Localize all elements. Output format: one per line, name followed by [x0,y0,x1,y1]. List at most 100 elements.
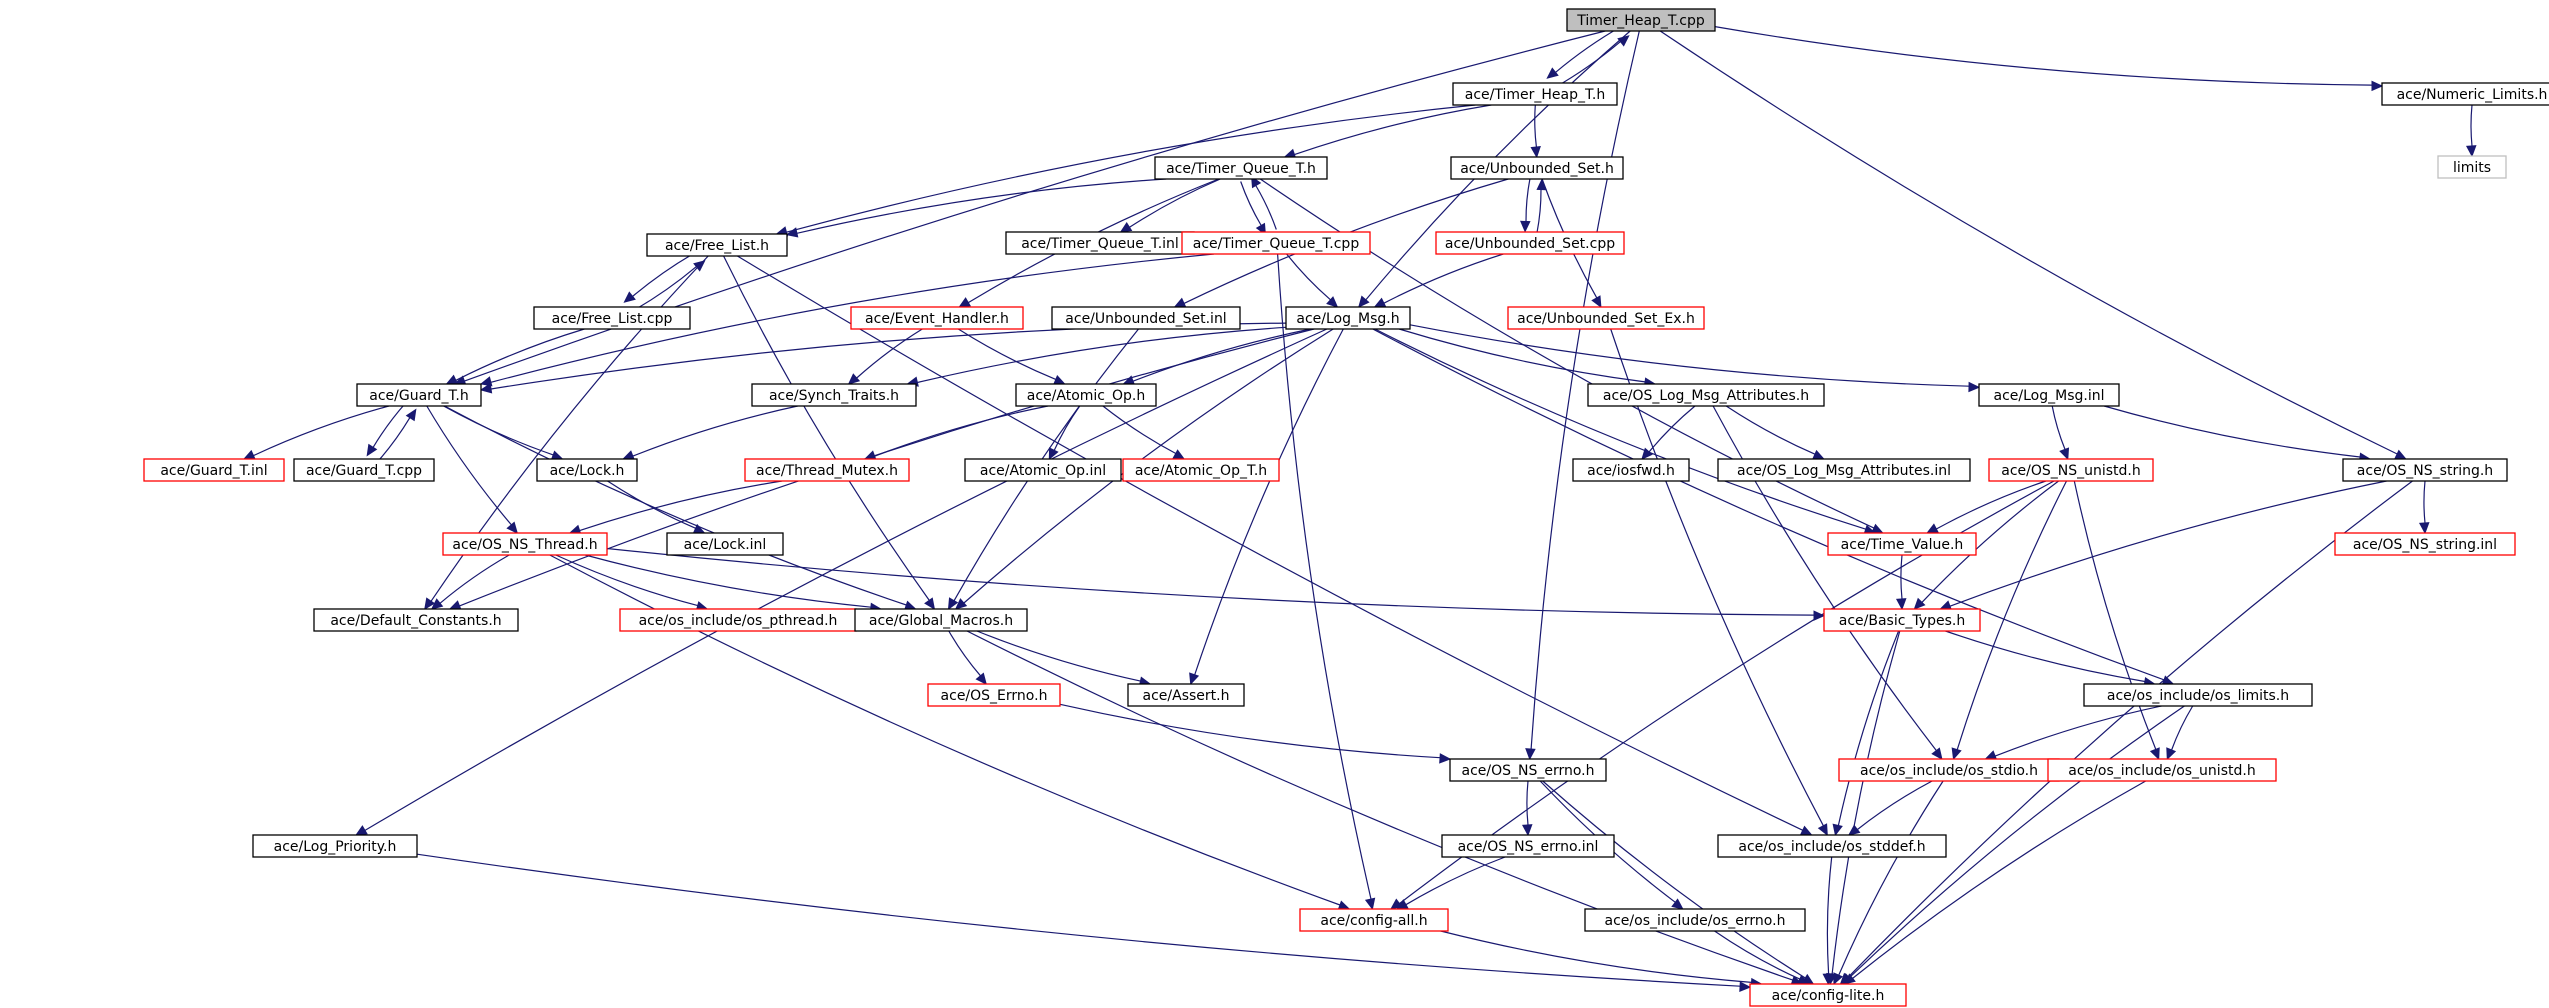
node-box[interactable] [2047,758,2277,782]
node-box[interactable] [666,532,784,556]
node-box[interactable] [1978,383,2120,407]
node-box[interactable] [646,233,788,257]
node-box[interactable] [1015,383,1157,407]
node-box[interactable] [143,458,285,482]
node-ace-unbounded-set-cpp[interactable]: ace/Unbounded_Set.cpp [1435,231,1625,255]
node-ace-os-include-os-unistd-h[interactable]: ace/os_include/os_unistd.h [2047,758,2277,782]
node-ace-thread-mutex-h[interactable]: ace/Thread_Mutex.h [744,458,910,482]
node-ace-free-list-cpp[interactable]: ace/Free_List.cpp [533,306,691,330]
node-box[interactable] [2381,82,2549,106]
node-ace-os-log-msg-attributes-inl[interactable]: ace/OS_Log_Msg_Attributes.inl [1717,458,1971,482]
node-box[interactable] [442,532,608,556]
node-ace-atomic-op-t-h[interactable]: ace/Atomic_Op_T.h [1122,458,1280,482]
node-ace-atomic-op-h[interactable]: ace/Atomic_Op.h [1015,383,1157,407]
node-ace-os-include-os-errno-h[interactable]: ace/os_include/os_errno.h [1584,908,1806,932]
node-box[interactable] [2342,458,2508,482]
node-ace-iosfwd-h[interactable]: ace/iosfwd.h [1572,458,1690,482]
node-ace-config-lite-h[interactable]: ace/config-lite.h [1749,983,1907,1007]
node-ace-log-priority-h[interactable]: ace/Log_Priority.h [252,834,418,858]
node-ace-synch-traits-h[interactable]: ace/Synch_Traits.h [751,383,917,407]
node-box[interactable] [964,458,1122,482]
node-box[interactable] [533,306,691,330]
node-box[interactable] [1587,383,1825,407]
node-box[interactable] [293,458,435,482]
node-box[interactable] [1717,834,1947,858]
node-box[interactable] [1435,231,1625,255]
node-timer-heap-t-cpp[interactable]: Timer_Heap_T.cpp [1566,8,1716,32]
node-box[interactable] [1441,834,1615,858]
arrowhead-aot [1172,449,1186,460]
node-box[interactable] [2334,532,2516,556]
node-box[interactable] [927,683,1061,707]
node-ace-os-ns-unistd-h[interactable]: ace/OS_NS_unistd.h [1988,458,2154,482]
node-ace-default-constants-h[interactable]: ace/Default_Constants.h [313,608,519,632]
node-limits[interactable]: limits [2437,155,2507,179]
node-box[interactable] [252,834,418,858]
node-ace-os-include-os-stddef-h[interactable]: ace/os_include/os_stddef.h [1717,834,1947,858]
node-ace-global-macros-h[interactable]: ace/Global_Macros.h [854,608,1028,632]
node-ace-lock-h[interactable]: ace/Lock.h [536,458,638,482]
node-ace-os-errno-h[interactable]: ace/OS_Errno.h [927,683,1061,707]
node-box[interactable] [2437,155,2507,179]
node-box[interactable] [850,306,1024,330]
node-box[interactable] [854,608,1028,632]
node-ace-os-include-os-stdio-h[interactable]: ace/os_include/os_stdio.h [1838,758,2060,782]
node-box[interactable] [313,608,519,632]
node-ace-log-msg-h[interactable]: ace/Log_Msg.h [1285,306,1411,330]
node-box[interactable] [1827,532,1977,556]
node-ace-assert-h[interactable]: ace/Assert.h [1127,683,1245,707]
node-ace-unbounded-set-h[interactable]: ace/Unbounded_Set.h [1450,156,1624,180]
node-box[interactable] [1450,156,1624,180]
node-box[interactable] [1449,758,1607,782]
node-box[interactable] [1584,908,1806,932]
node-box[interactable] [1127,683,1245,707]
node-box[interactable] [1749,983,1907,1007]
node-box[interactable] [1181,231,1371,255]
node-ace-guard-t-h[interactable]: ace/Guard_T.h [356,383,482,407]
arrowhead-assert [1189,672,1200,686]
node-ace-os-include-os-pthread-h[interactable]: ace/os_include/os_pthread.h [619,608,857,632]
node-ace-basic-types-h[interactable]: ace/Basic_Types.h [1823,608,1981,632]
node-ace-config-all-h[interactable]: ace/config-all.h [1299,908,1449,932]
node-box[interactable] [1285,306,1411,330]
node-box[interactable] [751,383,917,407]
node-ace-log-msg-inl[interactable]: ace/Log_Msg.inl [1978,383,2120,407]
node-box[interactable] [744,458,910,482]
node-ace-os-ns-errno-h[interactable]: ace/OS_NS_errno.h [1449,758,1607,782]
node-box[interactable] [356,383,482,407]
node-ace-atomic-op-inl[interactable]: ace/Atomic_Op.inl [964,458,1122,482]
node-ace-os-ns-thread-h[interactable]: ace/OS_NS_Thread.h [442,532,608,556]
node-box[interactable] [1507,306,1705,330]
node-ace-os-ns-errno-inl[interactable]: ace/OS_NS_errno.inl [1441,834,1615,858]
node-ace-unbounded-set-ex-h[interactable]: ace/Unbounded_Set_Ex.h [1507,306,1705,330]
node-box[interactable] [1717,458,1971,482]
node-box[interactable] [1154,156,1328,180]
node-ace-lock-inl[interactable]: ace/Lock.inl [666,532,784,556]
node-box[interactable] [1051,306,1241,330]
node-ace-event-handler-h[interactable]: ace/Event_Handler.h [850,306,1024,330]
node-box[interactable] [1122,458,1280,482]
node-ace-os-include-os-limits-h[interactable]: ace/os_include/os_limits.h [2083,683,2313,707]
node-ace-timer-queue-t-cpp[interactable]: ace/Timer_Queue_T.cpp [1181,231,1371,255]
node-box[interactable] [1452,82,1618,106]
node-ace-timer-heap-t-h[interactable]: ace/Timer_Heap_T.h [1452,82,1618,106]
node-box[interactable] [1566,8,1716,32]
node-ace-os-log-msg-attributes-h[interactable]: ace/OS_Log_Msg_Attributes.h [1587,383,1825,407]
node-box[interactable] [1572,458,1690,482]
node-ace-guard-t-cpp[interactable]: ace/Guard_T.cpp [293,458,435,482]
node-box[interactable] [2083,683,2313,707]
edge-bt-to-cfglite [1831,630,1901,975]
node-ace-guard-t-inl[interactable]: ace/Guard_T.inl [143,458,285,482]
node-ace-os-ns-string-inl[interactable]: ace/OS_NS_string.inl [2334,532,2516,556]
node-ace-time-value-h[interactable]: ace/Time_Value.h [1827,532,1977,556]
node-ace-free-list-h[interactable]: ace/Free_List.h [646,233,788,257]
node-ace-numeric-limits-h[interactable]: ace/Numeric_Limits.h [2381,82,2549,106]
node-ace-os-ns-string-h[interactable]: ace/OS_NS_string.h [2342,458,2508,482]
node-ace-timer-queue-t-h[interactable]: ace/Timer_Queue_T.h [1154,156,1328,180]
node-ace-unbounded-set-inl[interactable]: ace/Unbounded_Set.inl [1051,306,1241,330]
node-box[interactable] [536,458,638,482]
node-box[interactable] [1299,908,1449,932]
node-box[interactable] [1988,458,2154,482]
node-ace-timer-queue-t-inl[interactable]: ace/Timer_Queue_T.inl [1005,231,1195,255]
node-box[interactable] [1823,608,1981,632]
